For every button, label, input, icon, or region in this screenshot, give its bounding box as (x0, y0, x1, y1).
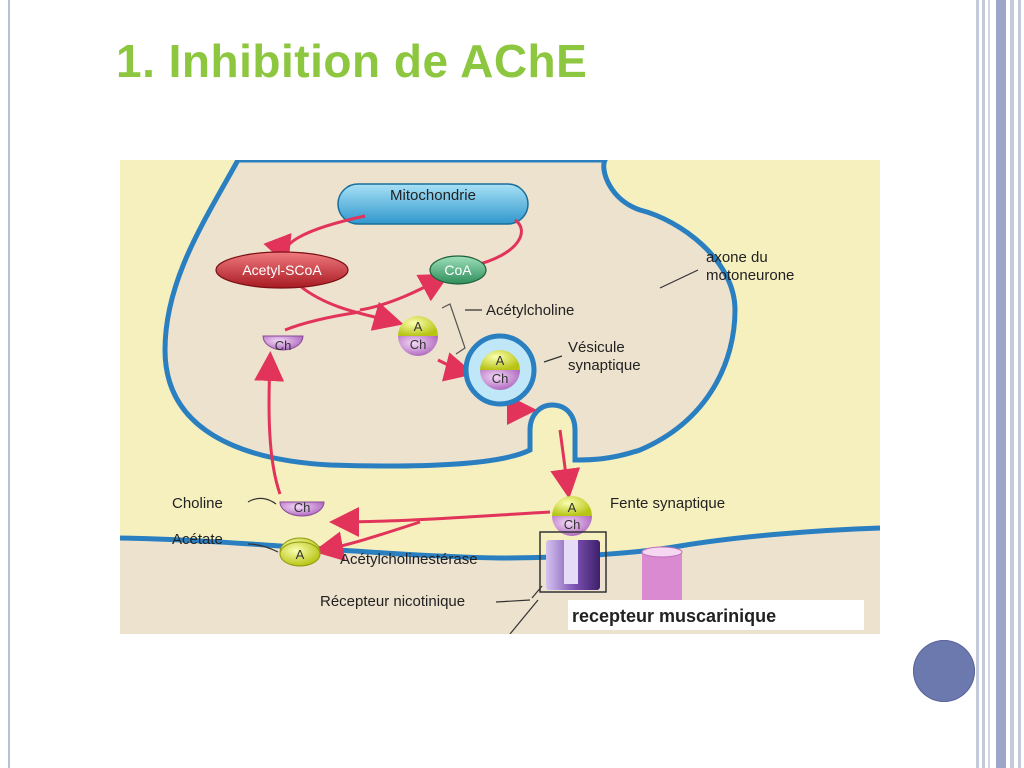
acetate-pointer (247, 543, 279, 553)
arrow-acetyl-to-ach (299, 284, 404, 331)
ach-ch-label: Ch (410, 337, 427, 352)
arrow-ach-to-coa (359, 273, 450, 312)
arrow-release (550, 429, 581, 499)
nicotinic-pointer-line (495, 599, 531, 603)
arrow-coa-to-mito (471, 218, 523, 268)
arrow-ch-to-ach (284, 310, 361, 332)
label-ache: Acétylcholinestérase (340, 551, 478, 568)
acetylcholine-molecule (398, 316, 438, 356)
arrow-ache-to-acetate (313, 520, 421, 562)
nicotinic-receptor-box (539, 531, 607, 593)
presynaptic-terminal (162, 160, 738, 469)
ach-a-label: A (414, 319, 423, 334)
choline-molecule-terminal (262, 335, 304, 351)
vesicle-ach-molecule (480, 350, 520, 390)
choline-pointer (247, 497, 277, 505)
ch-label-terminal: Ch (275, 338, 292, 353)
slide-title: 1. Inhibition de AChE (116, 35, 588, 87)
label-acetylcholine: Acétylcholine (486, 302, 574, 319)
muscarinic-label-box (568, 600, 864, 630)
left-frame-line (8, 0, 10, 768)
cleft-ach-molecule (552, 496, 592, 536)
label-axone-2: motoneurone (706, 267, 794, 284)
label-vesicule-1: Vésicule (568, 339, 625, 356)
choline-molecule-cleft (279, 501, 325, 517)
receptor-stem-line (509, 599, 539, 634)
label-recepteur-nicotinique: Récepteur nicotinique (320, 593, 465, 610)
slide-decoration-circle (913, 640, 975, 702)
cleft-a-label: A (568, 500, 577, 515)
acetate-a-label: A (296, 547, 305, 562)
cleft-ch-label: Ch (564, 517, 581, 532)
arrow-choline-reuptake (254, 351, 285, 495)
vesicle-ch-label: Ch (492, 371, 509, 386)
acetylcholine-bracket (441, 303, 466, 355)
label-axone-1: axone du (706, 249, 768, 266)
label-choline: Choline (172, 495, 223, 512)
muscarinic-receptor-top (641, 546, 683, 558)
vesicle-a-label: A (496, 353, 505, 368)
axone-pointer (659, 269, 699, 289)
label-vesicule-2: synaptique (568, 357, 641, 374)
acetyl-scoa-molecule (215, 251, 349, 289)
label-recepteur-muscarinique: recepteur muscarinique (572, 606, 776, 626)
mitochondria (337, 183, 529, 225)
arrow-to-ache (329, 506, 551, 537)
label-mitochondrie: Mitochondrie (390, 187, 476, 204)
nicotinic-pointer (531, 585, 543, 599)
synapse-diagram: Mitochondrie Acetyl-SCoA CoA Ch A Ch Acé… (120, 160, 880, 634)
label-acetate: Acétate (172, 531, 223, 548)
ch-label-cleft: Ch (294, 500, 311, 515)
vesicle-pointer (543, 355, 563, 363)
nicotinic-receptor-channel (564, 540, 578, 584)
coa-molecule (429, 255, 487, 285)
label-acetyl-scoa: Acetyl-SCoA (242, 262, 322, 278)
label-fente: Fente synaptique (610, 495, 725, 512)
right-frame-decoration (976, 0, 1021, 768)
muscarinic-receptor (642, 552, 682, 602)
label-coa: CoA (444, 262, 472, 278)
acetate-molecule-shape (279, 541, 321, 567)
